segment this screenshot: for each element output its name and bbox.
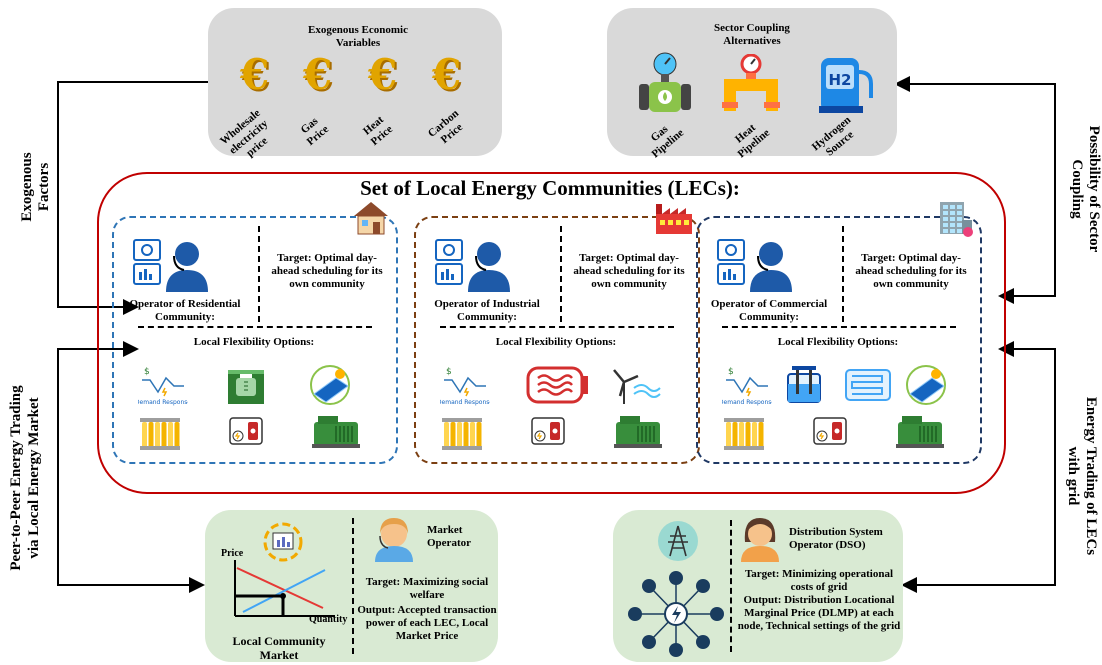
generator-icon (310, 412, 362, 452)
local-market-name: Local Community Market (232, 634, 326, 662)
dso-operator-label: Distribution System Operator (DSO) (789, 526, 883, 551)
ev-charger-icon (526, 412, 570, 452)
flex-title: Local Flexibility Options: (495, 336, 617, 348)
radiator-icon (722, 412, 766, 452)
euro-icon: € (240, 50, 270, 99)
dso-divider (730, 520, 732, 652)
radiator-icon (440, 412, 484, 452)
flex-title: Local Flexibility Options: (193, 336, 315, 348)
operator-label: Operator of Industrial Community: (434, 298, 540, 323)
community-panel: Operator of Commercial Community: Target:… (696, 216, 982, 464)
supply-demand-chart (234, 560, 335, 617)
section-divider (722, 326, 956, 328)
local-market-panel: Price Quantity Local Community Market Ma… (205, 510, 498, 662)
target-label: Target: Optimal day-ahead scheduling for… (855, 252, 967, 290)
battery-icon (222, 364, 270, 408)
target-label: Target: Optimal day-ahead scheduling for… (573, 252, 685, 290)
heat-pipeline-icon (722, 54, 780, 111)
solar-panel-icon (306, 364, 354, 406)
market-output: Output: Accepted transaction power of ea… (357, 604, 497, 642)
hydrogen-source-icon: H2 (819, 58, 873, 113)
lec-set-title: Set of Local Energy Communities (LECs): (360, 176, 740, 200)
generator-icon (894, 412, 946, 452)
sector-coupling-title: Sector Coupling Alternatives (714, 22, 790, 47)
demand-response-label: Demand Response (138, 399, 188, 406)
market-operator-label: Market Operator (427, 524, 471, 549)
section-divider (138, 326, 372, 328)
office-icon (934, 198, 976, 238)
dso-target: Target: Minimizing operational costs of … (744, 568, 894, 593)
grid-trading-label: Energy Trading of LECs with grid (1065, 396, 1099, 556)
price-axis-label: Price (221, 548, 244, 559)
demand-response-icon: $ Demand Response (138, 364, 188, 406)
heat-price-label: Heat Price (360, 113, 396, 149)
target-label: Target: Optimal day-ahead scheduling for… (271, 252, 383, 290)
carbon-price-label: Carbon Price (425, 107, 466, 147)
sector-coupling-panel: Sector Coupling Alternatives H2 Gas Pipe… (607, 8, 897, 160)
euro-icon: € (368, 50, 398, 99)
community-panel: Operator of Industrial Community: Target:… (414, 216, 700, 464)
exogenous-title: Exogenous Economic Variables (308, 24, 408, 49)
euro-icon: € (432, 50, 462, 99)
factory-icon (652, 198, 696, 236)
operator-icon (434, 236, 514, 292)
lec-set-panel (97, 172, 1006, 494)
dso-operator-avatar (741, 518, 779, 562)
market-divider (352, 518, 354, 654)
market-monitor-icon (263, 522, 303, 562)
h2-label: H2 (829, 71, 852, 89)
house-icon (350, 198, 392, 236)
exogenous-variables-panel: Exogenous Economic Variables € € € € Who… (208, 8, 502, 159)
operator-divider (258, 226, 260, 322)
transmission-tower-icon (658, 521, 698, 561)
grid-network-icon (628, 571, 724, 657)
svg-text:$: $ (144, 367, 150, 377)
svg-text:$: $ (446, 367, 452, 377)
demand-response-icon: $ Demand Response (722, 364, 772, 406)
generator-icon (612, 412, 664, 452)
p2p-trading-label: Peer-to-Peer Energy Trading via Local En… (8, 385, 42, 571)
community-panel: Operator of Residential Community: Target… (112, 216, 398, 464)
demand-response-label: Demand Response (440, 399, 490, 406)
operator-label: Operator of Residential Community: (129, 298, 241, 323)
operator-divider (842, 226, 844, 322)
gas-price-label: Gas Price (298, 115, 332, 149)
operator-icon (716, 236, 796, 292)
dso-panel: Distribution System Operator (DSO) Targe… (613, 510, 903, 662)
electrolyzer-icon (782, 364, 826, 406)
operator-divider (560, 226, 562, 322)
solar-panel-icon (902, 364, 950, 406)
ev-charger-icon (224, 412, 268, 452)
market-target: Target: Maximizing social welfare (365, 576, 489, 601)
market-operator-avatar (375, 518, 413, 562)
radiator-icon (138, 412, 182, 452)
electric-heater-icon (524, 364, 590, 406)
operator-icon (132, 236, 212, 292)
heat-pump-icon (842, 364, 894, 404)
flex-title: Local Flexibility Options: (777, 336, 899, 348)
exogenous-factors-label: Exogenous Factors (19, 152, 52, 222)
quantity-axis-label: Quantity (309, 614, 348, 625)
dso-output: Output: Distribution Locational Marginal… (737, 594, 901, 632)
gas-pipeline-icon (639, 52, 691, 112)
wind-turbine-icon (608, 364, 662, 406)
section-divider (440, 326, 674, 328)
demand-response-label: Demand Response (722, 399, 772, 406)
svg-text:$: $ (728, 367, 734, 377)
operator-label: Operator of Commercial Community: (710, 298, 828, 323)
sector-coupling-label: Possibility of Sector Coupling (1069, 125, 1102, 253)
demand-response-icon: $ Demand Response (440, 364, 490, 406)
euro-icon: € (303, 50, 333, 99)
ev-charger-icon (808, 412, 852, 452)
